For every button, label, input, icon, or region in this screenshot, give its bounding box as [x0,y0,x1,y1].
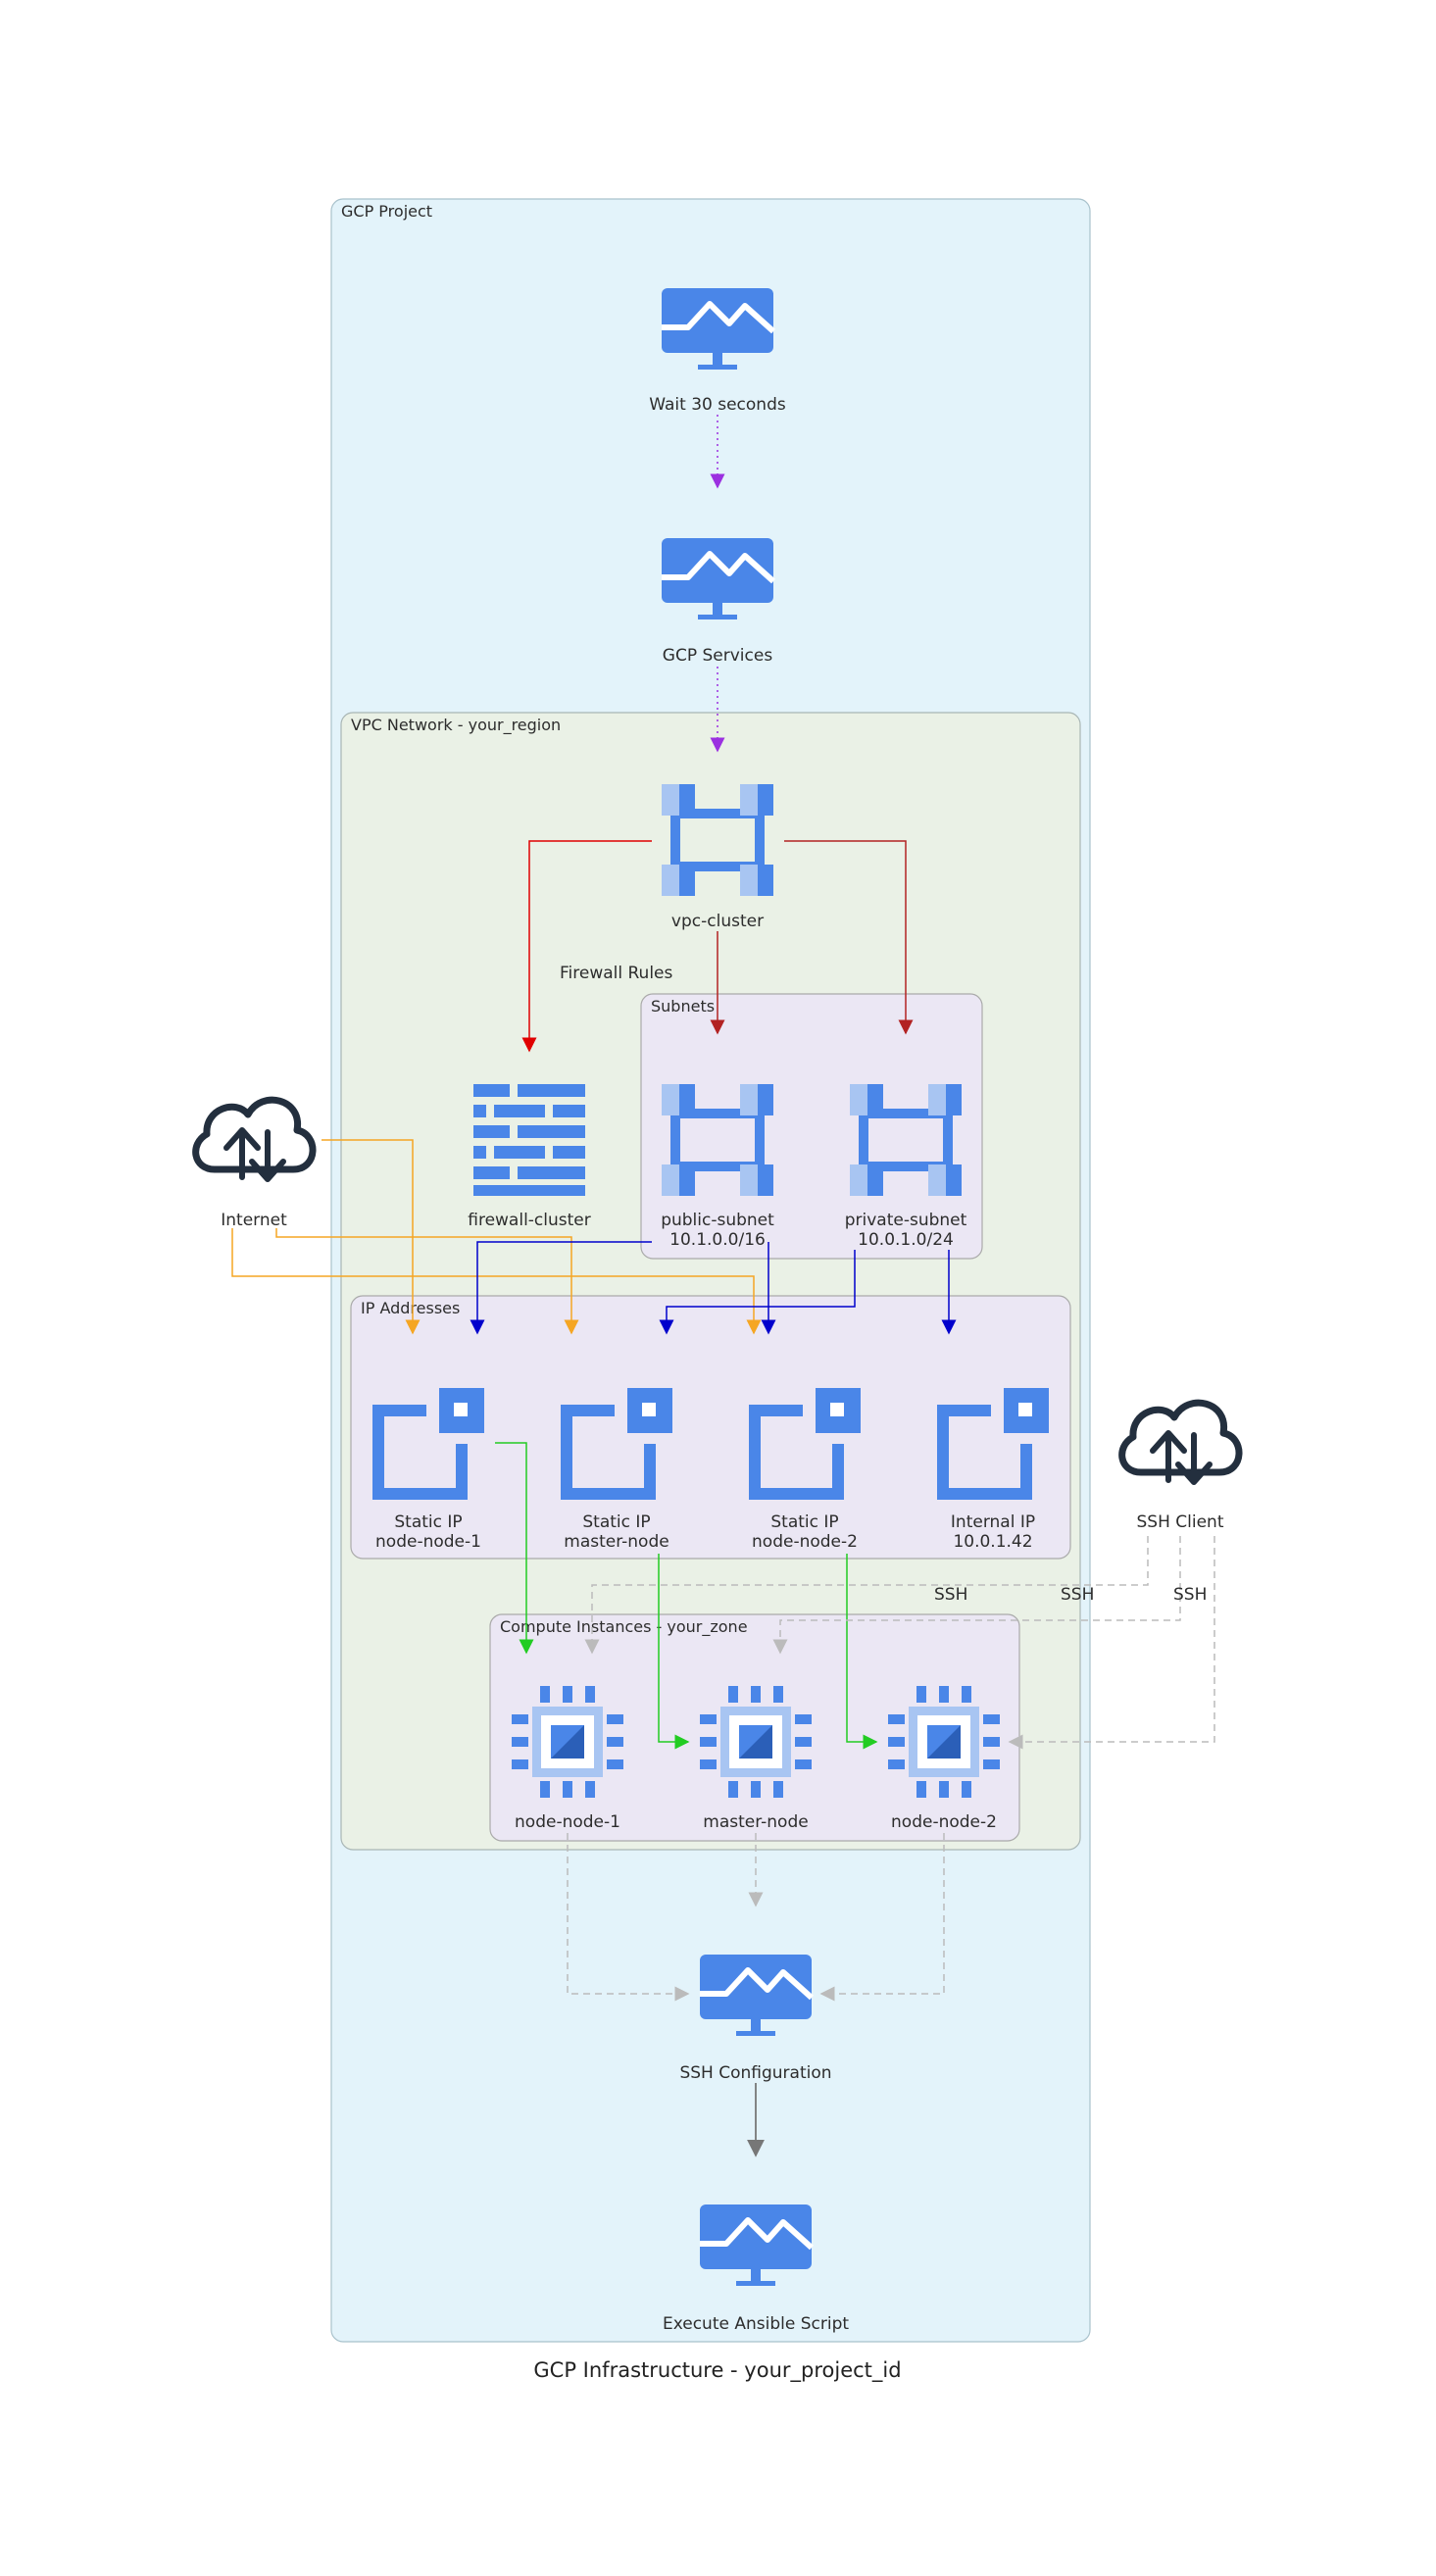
node-public-subnet-name: public-subnet [661,1211,774,1230]
node-ip4-line2: 10.0.1.42 [953,1532,1032,1552]
node-gcp-services-label: GCP Services [663,646,773,666]
edge-ip2-to-vm2 [658,1554,690,1750]
node-vm2-label: master-node [703,1812,808,1832]
node-ip3-line2: node-node-2 [752,1532,858,1552]
node-ip1-line1: Static IP [394,1512,462,1532]
cluster-gcp-project-label: GCP Project [341,202,432,221]
node-public-subnet-cidr: 10.1.0.0/16 [669,1230,766,1250]
edge-vm1-to-ssh-config [567,1833,690,2002]
node-ssh-config-label: SSH Configuration [679,2063,831,2083]
node-ip2-line1: Static IP [582,1512,650,1532]
cluster-vpc-network-label: VPC Network - your_region [351,716,561,735]
edge-ssh-client-to-vm3 [1008,1536,1215,1750]
cluster-subnets-label: Subnets [651,997,715,1016]
edge-label-ssh-3: SSH [1173,1585,1207,1605]
diagram-title: GCP Infrastructure - your_project_id [533,2358,901,2383]
node-private-subnet-name: private-subnet [845,1211,967,1230]
edge-ip3-to-vm3 [846,1554,878,1750]
cloud-upload-download-icon [196,1100,313,1179]
cluster-ip-addresses [350,1295,1071,1560]
node-private-subnet-cidr: 10.0.1.0/24 [858,1230,954,1250]
edge-vm3-to-ssh-config [819,1833,945,2002]
edge-vpc-to-private-subnet [784,840,914,1035]
cluster-compute-instances-label: Compute Instances - your_zone [500,1617,748,1637]
edge-ssh-client-to-vm1 [584,1536,1149,1655]
edge-label-ssh-1: SSH [934,1585,967,1605]
edge-vpc-to-firewall [521,840,652,1053]
node-ansible-label: Execute Ansible Script [663,2314,849,2334]
edge-label-firewall-rules: Firewall Rules [560,964,673,983]
node-wait-label: Wait 30 seconds [649,395,786,415]
node-internet-label: Internet [221,1211,287,1230]
node-vm1-label: node-node-1 [515,1812,620,1832]
cloud-upload-download-icon [1122,1403,1239,1482]
node-firewall-cluster-label: firewall-cluster [468,1211,591,1230]
edge-ip1-to-vm1 [495,1442,534,1655]
edge-private-subnet-to-ip2 [659,1250,856,1335]
node-vpc-cluster-label: vpc-cluster [671,912,764,931]
node-ip4-line1: Internal IP [951,1512,1035,1532]
cluster-subnets [640,993,983,1260]
node-ip3-line1: Static IP [770,1512,838,1532]
node-ip1-line2: node-node-1 [375,1532,481,1552]
node-ip2-line2: master-node [564,1532,668,1552]
edge-label-ssh-2: SSH [1061,1585,1094,1605]
node-ssh-client-label: SSH Client [1137,1512,1224,1532]
edge-internet-to-ip3 [231,1228,762,1335]
cluster-ip-addresses-label: IP Addresses [361,1299,460,1317]
edge-internet-to-ip1 [322,1139,421,1335]
node-vm3-label: node-node-2 [891,1812,997,1832]
edge-internet-to-ip2 [275,1228,579,1335]
edge-ssh-client-to-vm2 [772,1536,1181,1655]
edge-public-subnet-to-ip1 [470,1241,652,1335]
